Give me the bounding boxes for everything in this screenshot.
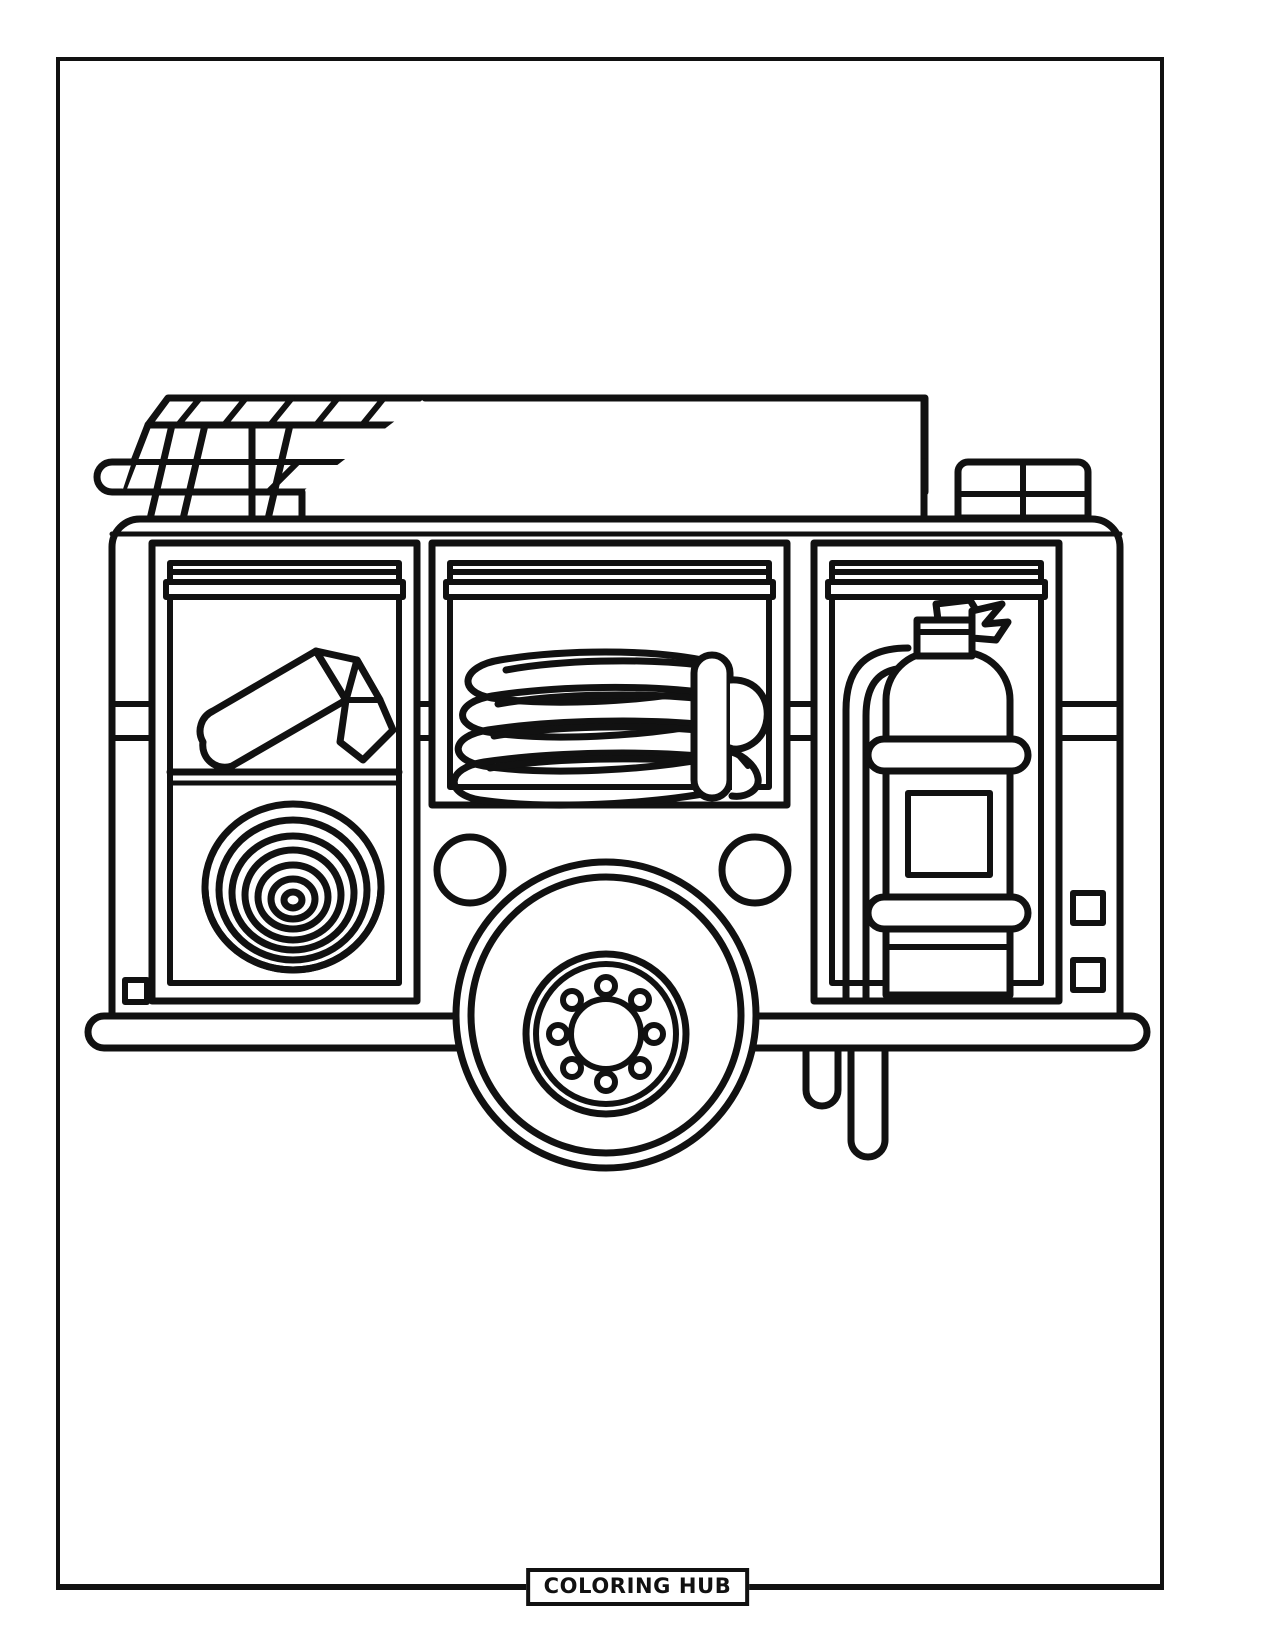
wheel-icon — [452, 858, 760, 1172]
panel-square-right-lower — [1070, 957, 1106, 993]
folded-hose-icon — [450, 648, 771, 809]
coloring-hub-logo: COLORING HUB — [525, 1568, 750, 1606]
compartment-axe — [148, 539, 421, 1005]
axe-icon — [196, 647, 397, 771]
panel-square-right-upper — [1070, 890, 1106, 926]
headlight-left-icon — [433, 833, 507, 907]
hanging-straps-icon — [802, 1044, 889, 1161]
panel-square-left — [122, 977, 150, 1005]
hose-reel-icon — [201, 800, 385, 974]
fire-extinguisher-icon — [842, 596, 1032, 1004]
headlight-right-icon — [718, 833, 792, 907]
coloring-hub-logo-text: COLORING HUB — [543, 1574, 732, 1598]
